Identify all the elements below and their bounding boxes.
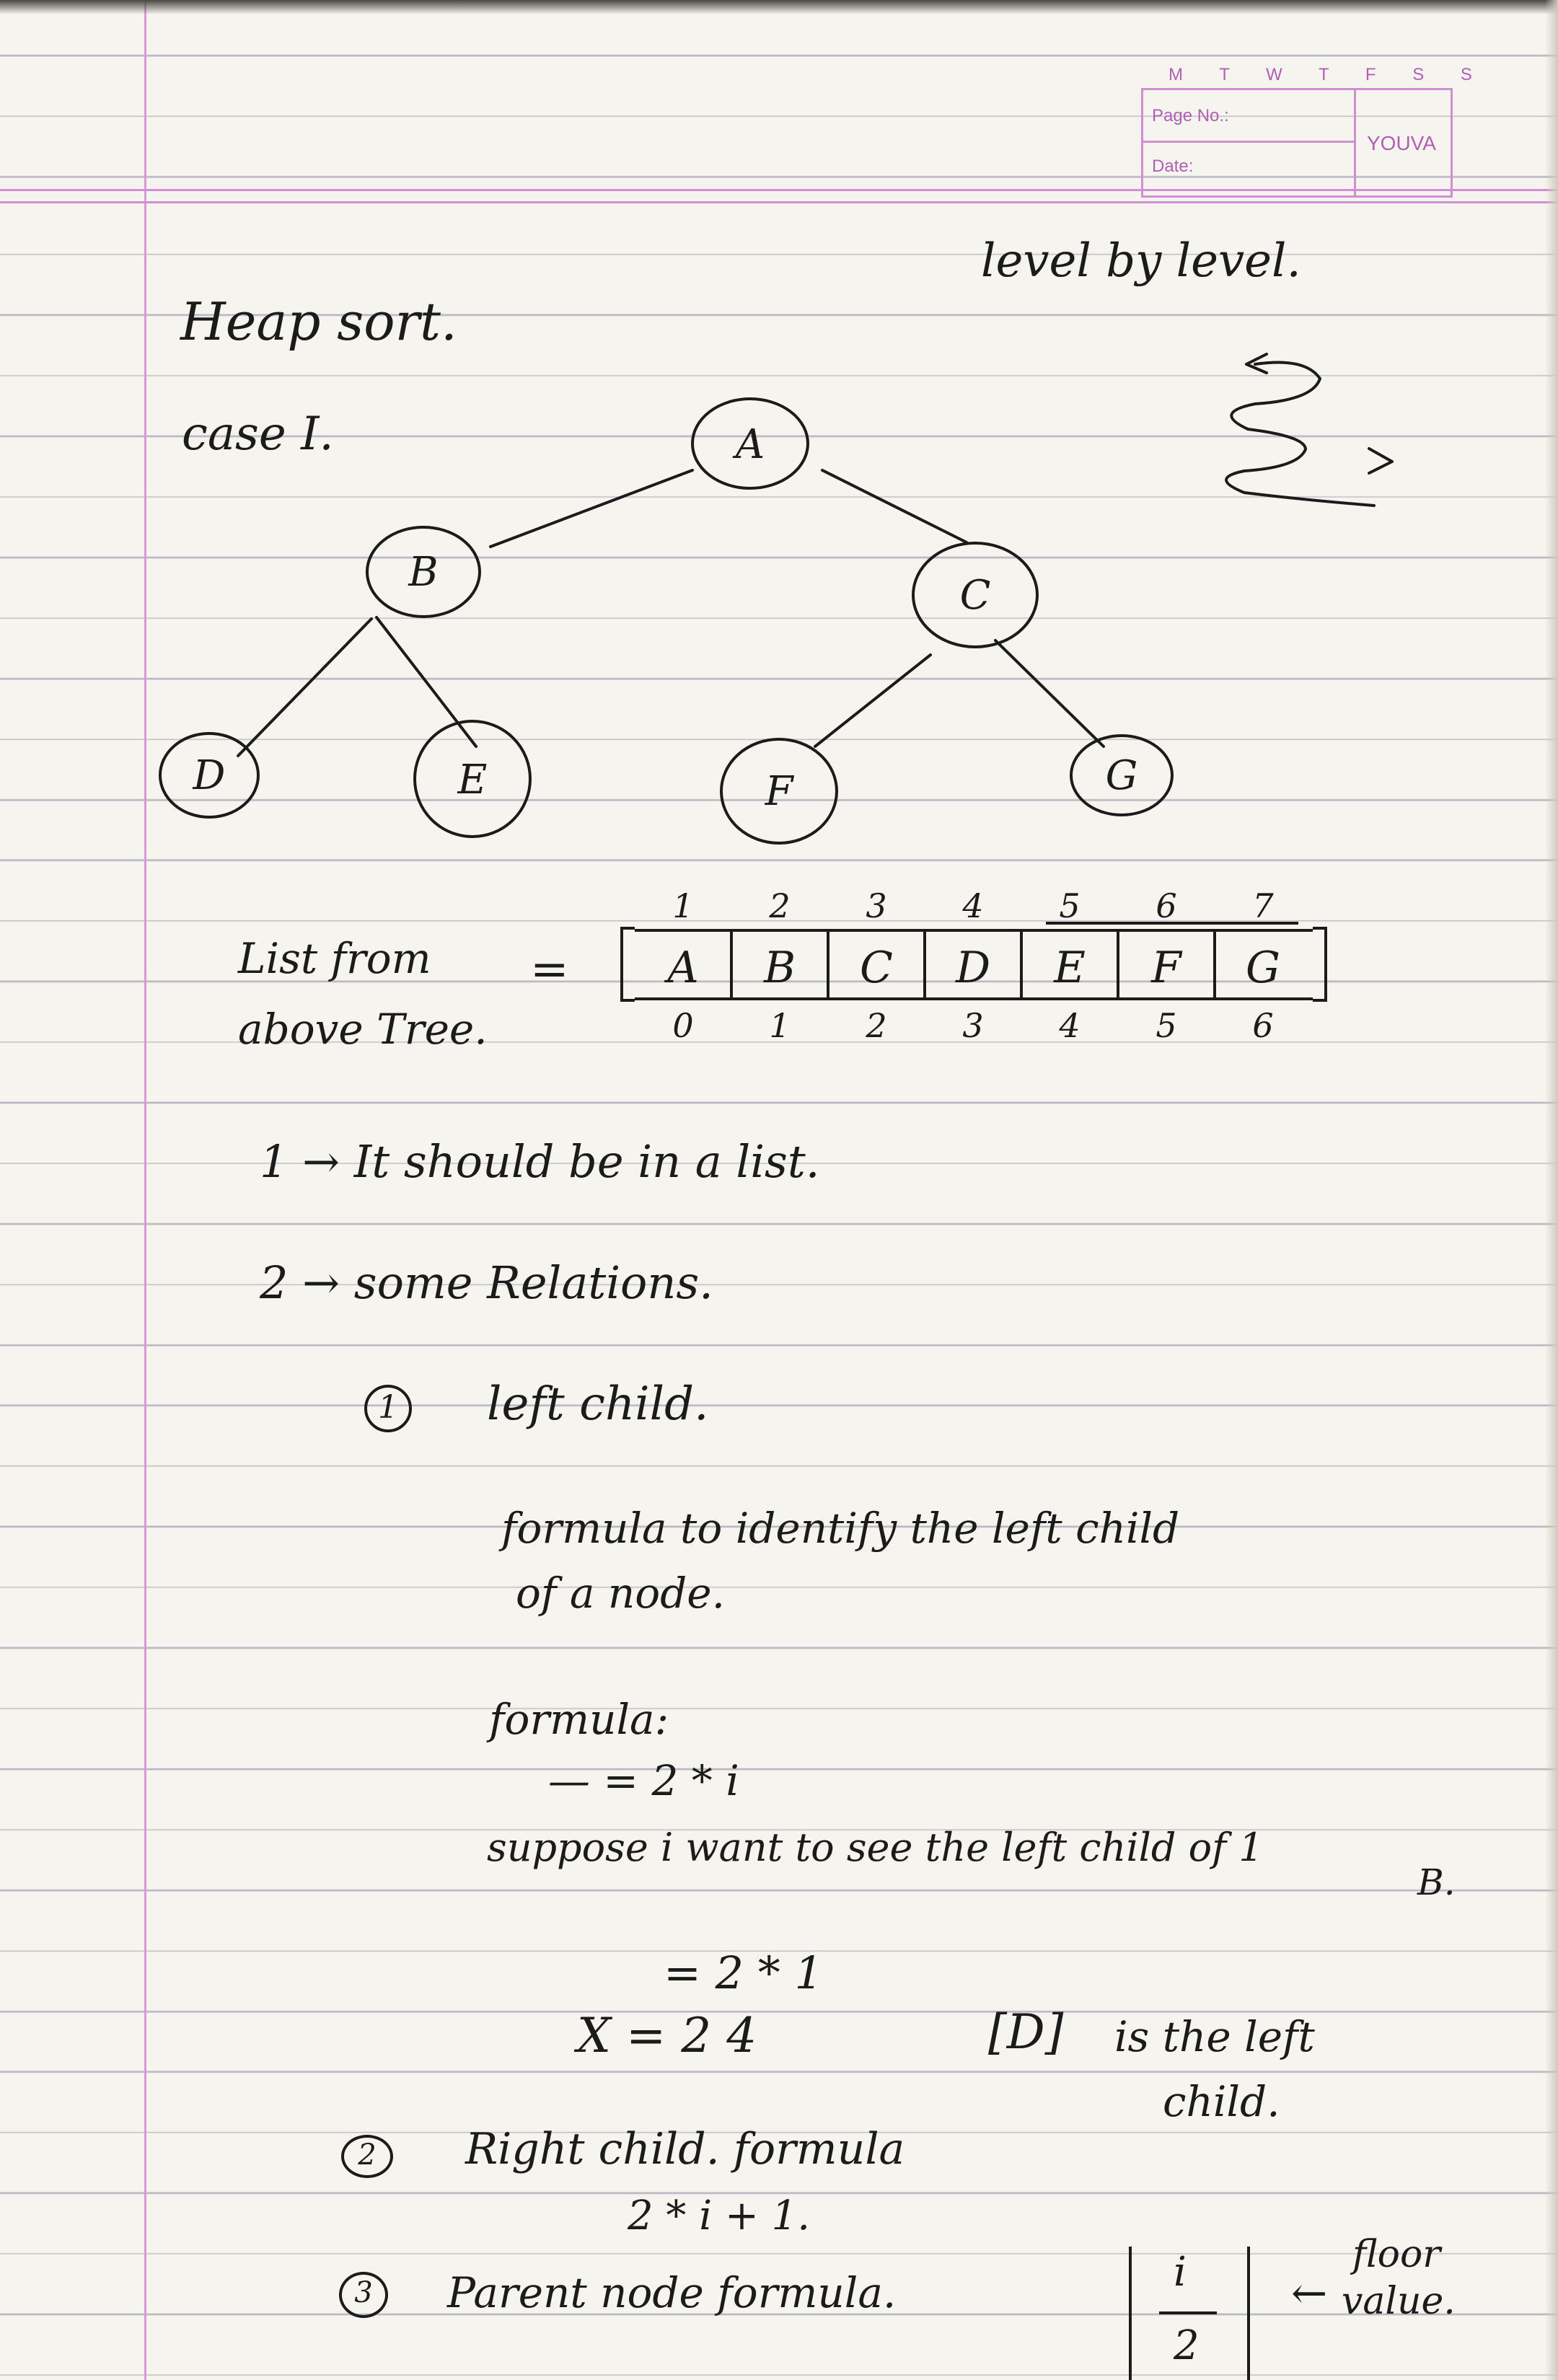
tree-node-f [720,738,838,845]
case-label: case I. [182,407,334,461]
tree-node-label-d: D [193,752,226,799]
page-info-left [1143,90,1356,195]
level-order-scribble-icon [1225,361,1376,507]
circled-number-1-label: 1 [378,1389,398,1426]
level-note: level by level. [981,234,1301,288]
array-top-index-0: 1 [672,886,693,925]
brand-label: YOUVA [1367,132,1436,154]
formula-left-child: — = 2 * i [548,1756,739,1805]
floor-arrow-icon: ← [1291,2268,1328,2319]
relation-1-desc-line1: formula to identify the left child [501,1504,1180,1553]
header-band [0,189,1558,203]
array-bottom-index-0: 0 [672,1006,693,1045]
edge-b-d [237,617,373,757]
floor-fraction-denominator: 2 [1174,2322,1200,2369]
tree-node-g [1070,734,1174,816]
array-bottom-index-2: 2 [865,1006,886,1045]
array-cell-0: A [664,943,698,993]
relation-1-title: left child. [487,1378,709,1431]
circled-number-2: 2 [341,2135,393,2178]
tree-node-label-b: B [408,549,438,596]
array-bracket-right [1313,927,1327,1002]
tree-node-label-f: F [765,768,795,815]
page-info-divider [1143,141,1354,143]
floor-note-line2: value. [1342,2280,1456,2323]
array-cell-6: G [1246,943,1280,993]
point-1: 1 → It should be in a list. [260,1135,820,1188]
margin-line [144,0,146,2380]
floor-note-line1: floor [1352,2233,1441,2276]
array-bracket-left [620,927,635,1002]
relation-3-title: Parent node formula. [447,2268,897,2317]
arrow-right-icon [1368,447,1394,475]
page-top-edge [0,0,1558,14]
page-no-label: Page No.: [1152,106,1229,125]
array-cell-4: E [1053,943,1086,993]
array-top-index-4: 5 [1059,886,1080,925]
relation-2-title: Right child. formula [465,2124,905,2174]
circled-number-3: 3 [339,2272,388,2318]
tree-node-label-g: G [1106,752,1138,799]
tree-diagram: A B C D E F G [159,353,1394,845]
page-right-edge [1545,0,1558,2380]
relation-2-formula: 2 * i + 1. [628,2192,811,2239]
date-label: Date: [1152,157,1194,176]
tree-node-c [912,542,1039,648]
list-equals: = [530,943,569,996]
tree-node-b [366,526,481,618]
edge-b-e [375,616,477,748]
circled-number-2-label: 2 [358,2138,377,2172]
tree-node-label-e: E [457,757,488,803]
circled-number-1: 1 [364,1385,412,1432]
array-cell-1: B [763,943,796,993]
edge-c-g [994,639,1105,748]
edge-c-f [814,653,932,748]
tree-node-label-c: C [960,572,991,619]
edge-a-b [489,469,694,548]
tree-node-d [159,732,260,819]
array-bottom-index-5: 5 [1156,1006,1176,1045]
floor-fraction: i 2 [1129,2247,1250,2380]
tree-node-a [691,397,809,490]
array-bottom-index-6: 6 [1252,1006,1273,1045]
point-2: 2 → some Relations. [260,1256,713,1309]
circled-number-3-label: 3 [354,2276,373,2309]
calc-note-2: child. [1163,2077,1280,2126]
example-line: suppose i want to see the left child of … [487,1825,1264,1870]
array-bottom-index-3: 3 [962,1006,983,1045]
array-top-index-5: 6 [1156,886,1176,925]
array-top-index-3: 4 [961,886,983,925]
array-cell-5: F [1150,943,1183,993]
calc-line-2: X = 2 4 [577,2008,757,2063]
calc-bracket-node: [D] [988,2004,1064,2060]
example-node-b: B. [1417,1861,1456,1903]
array-top-index-1: 2 [768,886,790,925]
edge-a-c [821,469,968,544]
calc-line-1: = 2 * 1 [664,1947,823,1999]
array-bottom-index-1: 1 [769,1006,790,1045]
array-top-index-2: 3 [866,886,886,925]
calc-note: is the left [1114,2012,1315,2061]
tree-node-e [413,720,532,838]
floor-fraction-bar [1159,2311,1217,2314]
array-bottom-index-4: 4 [1058,1006,1080,1045]
page-info-box: Page No.: Date: YOUVA [1141,88,1453,198]
array-diagram: A B C D E F G 1 2 3 4 5 6 7 0 1 2 3 4 5 6 [620,886,1327,1045]
arrow-left-icon [1245,353,1268,374]
list-label-line2: above Tree. [238,1005,488,1054]
list-label-line1: List from [238,934,431,983]
relation-1-desc-line2: of a node. [516,1569,725,1618]
formula-label: formula: [489,1695,669,1744]
tree-node-label-a: A [732,421,765,468]
page-title: Heap sort. [180,291,457,352]
weekday-strip: M T W T F S S [1168,65,1488,84]
array-cell-2: C [860,943,893,993]
floor-fraction-numerator: i [1174,2249,1187,2296]
array-top-index-6: 7 [1252,886,1274,925]
array-cell-3: D [955,943,990,993]
